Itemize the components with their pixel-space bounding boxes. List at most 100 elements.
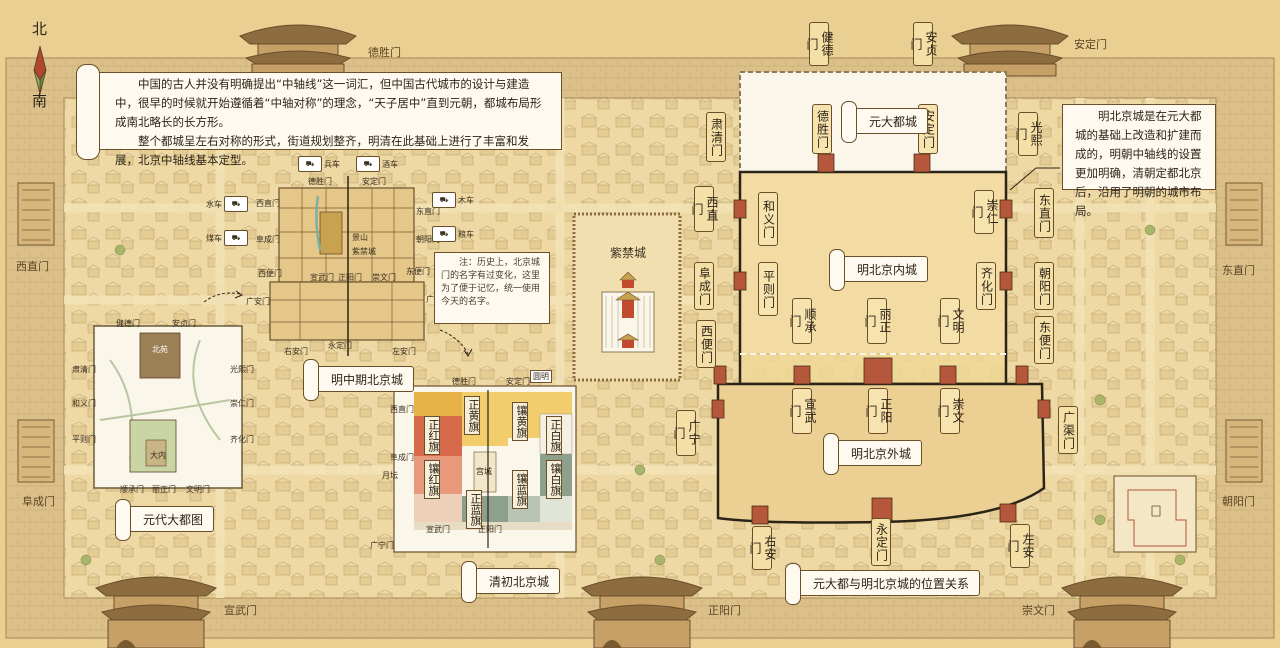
tower-bottom-middle [580,576,704,648]
yuan-label-shuncheng: 顺承门 [120,485,144,494]
wall-label-deshengmen: 德胜门 [368,46,401,59]
yuan-label-guangxi: 光熙门 [230,365,254,374]
cart-icon: ⛟ [224,196,248,212]
ming-mid-title: 明中期北京城 [331,372,404,387]
gate-fuchengmen: 阜成门 [694,262,714,310]
qing-label-xuanwu: 宣武门 [426,525,450,534]
gate-xuanwumen: 宣武门 [788,388,817,434]
banner-zhenghuang: 正黄旗 [464,396,480,435]
gate-qihuamen: 齐化门 [976,262,996,310]
tower-bottom-left [94,576,218,648]
wall-label-chongwenmen: 崇文门 [1022,604,1055,617]
intro-paragraph-1: 中国的古人并没有明确提出“中轴线”这一词汇，但中国古代城市的设计与建造中，很早的… [115,77,542,129]
tag-outer-text: 明北京外城 [851,446,912,461]
wall-label-dongzhimen: 东直门 [1222,264,1255,277]
mid-label-anding: 安定门 [362,177,386,186]
gate-suqingmen: 肃清门 [706,112,726,162]
wall-label-chaoyangmen: 朝阳门 [1222,495,1255,508]
yuan-label-suqing: 肃清门 [72,365,96,374]
wall-label-zhengyangmen: 正阳门 [708,604,741,617]
scroll-roll-icon [303,359,319,401]
gate-deshengmen: 德胜门 [812,104,832,154]
mid-label-desheng: 德胜门 [308,177,332,186]
yuan-label-pingze: 平则门 [72,435,96,444]
qing-label-fucheng: 阜成门 [390,453,414,462]
yuan-label-chongren: 崇仁门 [230,399,254,408]
ming-mid-note: 注：历史上，北京城门的名字有过变化，这里为了便于记忆，统一使用今天的名字。 [434,252,550,324]
banner-xianghong: 镶红旗 [424,460,440,499]
qing-label-desheng: 德胜门 [452,377,476,386]
tag-yuan-dadu: 元大都城 [841,101,929,143]
qing-label-yuecheng: 月坛 [382,471,398,480]
cart-icon: ⛟ [224,230,248,246]
gate-guangximen: 光熙门 [1014,112,1043,156]
gate-zuoanmen: 左安门 [1006,524,1035,568]
scroll-roll-icon [461,561,477,603]
gate-chongwenmen: 崇文门 [936,388,965,434]
mid-label-jingshan: 景山 [352,233,368,242]
legend-shuiche-label: 水车 [206,199,222,209]
qing-label-anding: 安定门 [506,377,530,386]
compass-south: 南 [32,92,48,110]
tag-relation-text: 元大都与明北京城的位置关系 [813,576,970,591]
legend-shuiche: 水车⛟ [206,196,248,212]
tag-ming-mid: 明中期北京城 [303,359,415,401]
tag-yuan-text: 元大都城 [869,114,918,129]
mid-label-chaoyang: 朝阳门 [416,235,440,244]
intro-paragraph-2: 整个都城呈左右对称的形式，街道规划整齐，明清在此基础上进行了丰富和发展，北京中轴… [115,134,529,167]
wall-label-xuanwumen: 宣武门 [224,604,257,617]
gate-youanmen: 右安门 [748,526,777,570]
gate-chaoyangmen: 朝阳门 [1034,262,1054,310]
compass-needle [33,45,47,95]
banner-xianghuang: 镶黄旗 [512,402,528,441]
yuan-label-beiyuan: 北苑 [152,345,168,354]
ming-mid-map [269,176,425,356]
gate-lizhengmen: 丽正门 [863,298,892,344]
legend-liangche: ⛟粮车 [432,226,474,242]
tag-inner-text: 明北京内城 [857,262,918,277]
scroll-roll-icon [829,249,845,291]
gate-anzhenmen: 安贞门 [909,22,938,66]
mid-label-zuoan: 左安门 [392,347,416,356]
gate-jiandemen: 健德门 [805,22,834,66]
legend-muche: ⛟木车 [432,192,474,208]
mid-label-fucheng: 阜成门 [256,235,280,244]
tag-qing: 清初北京城 [461,561,561,603]
qing-title: 清初北京城 [489,574,550,589]
qing-label-yuanming: 圆明 [530,370,552,383]
scroll-roll-icon [76,64,100,160]
legend-meiche-label: 煤车 [206,233,222,243]
tower-bottom-right [1060,576,1184,648]
intro-note: 中国的古人并没有明确提出“中轴线”这一词汇，但中国古代城市的设计与建造中，很早的… [88,72,562,167]
qing-label-gongcheng: 宫城 [476,467,492,476]
banner-xianglan: 镶蓝旗 [512,470,528,509]
mid-label-xizhi: 西直门 [256,199,280,208]
mid-label-xibian: 西便门 [258,269,282,278]
legend-meiche: 煤车⛟ [206,230,248,246]
yuan-label-jiande: 健德门 [116,319,140,328]
qing-label-guangan: 广宁门 [370,541,394,550]
mid-label-dongzhi: 东直门 [416,207,440,216]
yuan-label-danei: 大内 [150,451,166,460]
mid-label-yongding: 永定门 [328,341,352,350]
tag-ming-inner: 明北京内城 [829,249,929,291]
compass-north: 北 [32,20,48,38]
gate-zhengyangmen: 正阳门 [864,388,893,434]
tag-relation: 元大都与明北京城的位置关系 [785,563,981,605]
wall-label-andingmen: 安定门 [1074,38,1107,51]
legend-jiuche: ⛟酒车 [356,156,398,172]
mid-label-youan: 右安门 [284,347,308,356]
legend-muche-label: 木车 [458,195,474,205]
banner-xiangbai: 镶白旗 [546,460,562,499]
gate-dongzhimen: 东直门 [1034,188,1054,238]
yuan-label-qihua: 齐化门 [230,435,254,444]
mid-label-guangan: 广安门 [246,297,270,306]
yuan-map-title: 元代大都图 [143,512,204,527]
cart-icon: ⛟ [432,226,456,242]
gate-heyimen: 和义门 [758,192,778,246]
qing-label-xizhi: 西直门 [390,405,414,414]
cart-icon: ⛟ [432,192,456,208]
yuan-label-lizheng: 丽正门 [152,485,176,494]
mid-label-zhengyang: 正阳门 [338,273,362,282]
banner-zhengbai: 正白旗 [546,416,562,455]
